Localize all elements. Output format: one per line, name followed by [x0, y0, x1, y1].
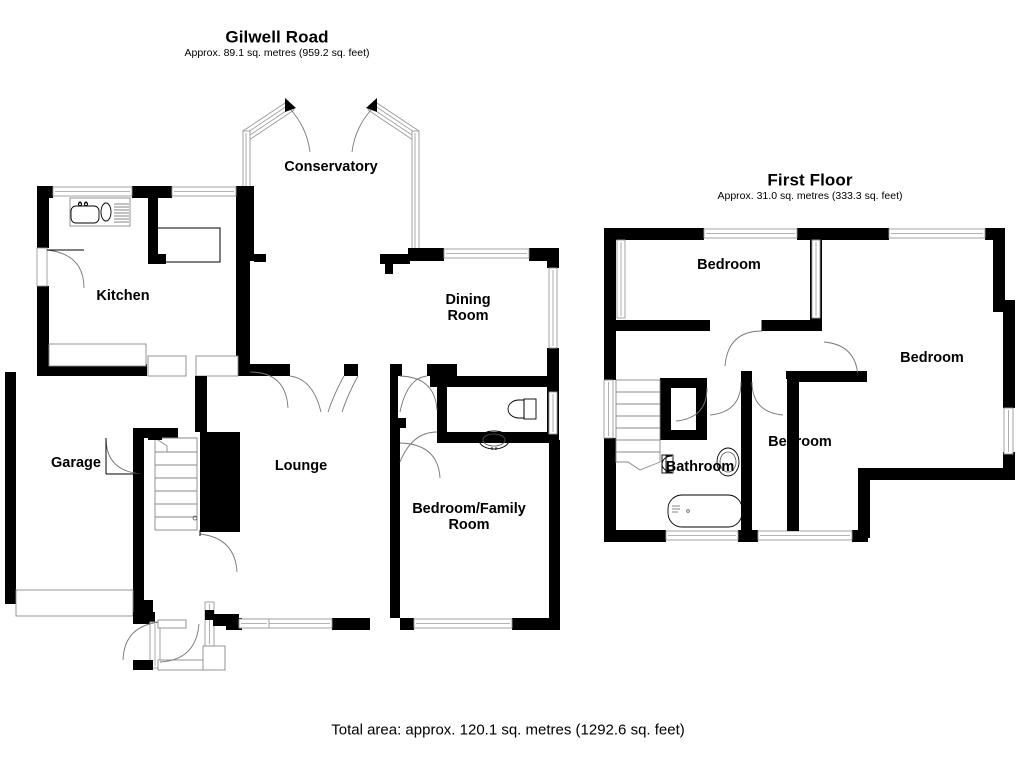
room-label-bedroom-family-room: Bedroom/Family Room [412, 500, 526, 533]
room-label-bathroom: Bathroom [665, 458, 735, 475]
ground-floor-staircase [148, 376, 240, 532]
first-floor-title: First Floor [767, 170, 853, 190]
garage-structure [5, 372, 178, 617]
first-floor-side-windows [616, 239, 821, 319]
room-label-lounge: Lounge [274, 457, 328, 474]
first-floor-doors [675, 320, 859, 422]
room-label-dining-room: Dining Room [445, 291, 491, 324]
first-floor-walls [603, 228, 1015, 542]
ground-floor-walls [36, 186, 560, 630]
room-label-bedroom-1: Bedroom [697, 256, 761, 273]
entrance-porch [122, 601, 270, 671]
room-label-conservatory: Conservatory [284, 158, 378, 175]
first-floor-staircase [615, 379, 661, 471]
ground-floor-doors [199, 371, 441, 573]
bathroom-fixtures [661, 447, 743, 528]
conservatory-structure [238, 98, 424, 261]
first-floor-plan [603, 228, 1015, 542]
wc-fixtures [478, 398, 537, 450]
first-floor-subtitle: Approx. 31.0 sq. metres (333.3 sq. feet) [717, 190, 903, 203]
ground-floor-plan [5, 98, 560, 671]
chimney-breast [200, 432, 240, 532]
garage-workbench [15, 589, 134, 617]
room-label-kitchen: Kitchen [96, 287, 150, 304]
kitchen-fixtures [48, 197, 239, 377]
room-label-garage: Garage [51, 454, 101, 471]
room-label-bedroom-2: Bedroom [900, 349, 964, 366]
ground-floor-title: Gilwell Road [225, 27, 329, 47]
room-label-bedroom-3: Bedroom [768, 433, 832, 450]
ground-floor-subtitle: Approx. 89.1 sq. metres (959.2 sq. feet) [184, 47, 370, 60]
total-area-footer: Total area: approx. 120.1 sq. metres (12… [331, 721, 685, 739]
